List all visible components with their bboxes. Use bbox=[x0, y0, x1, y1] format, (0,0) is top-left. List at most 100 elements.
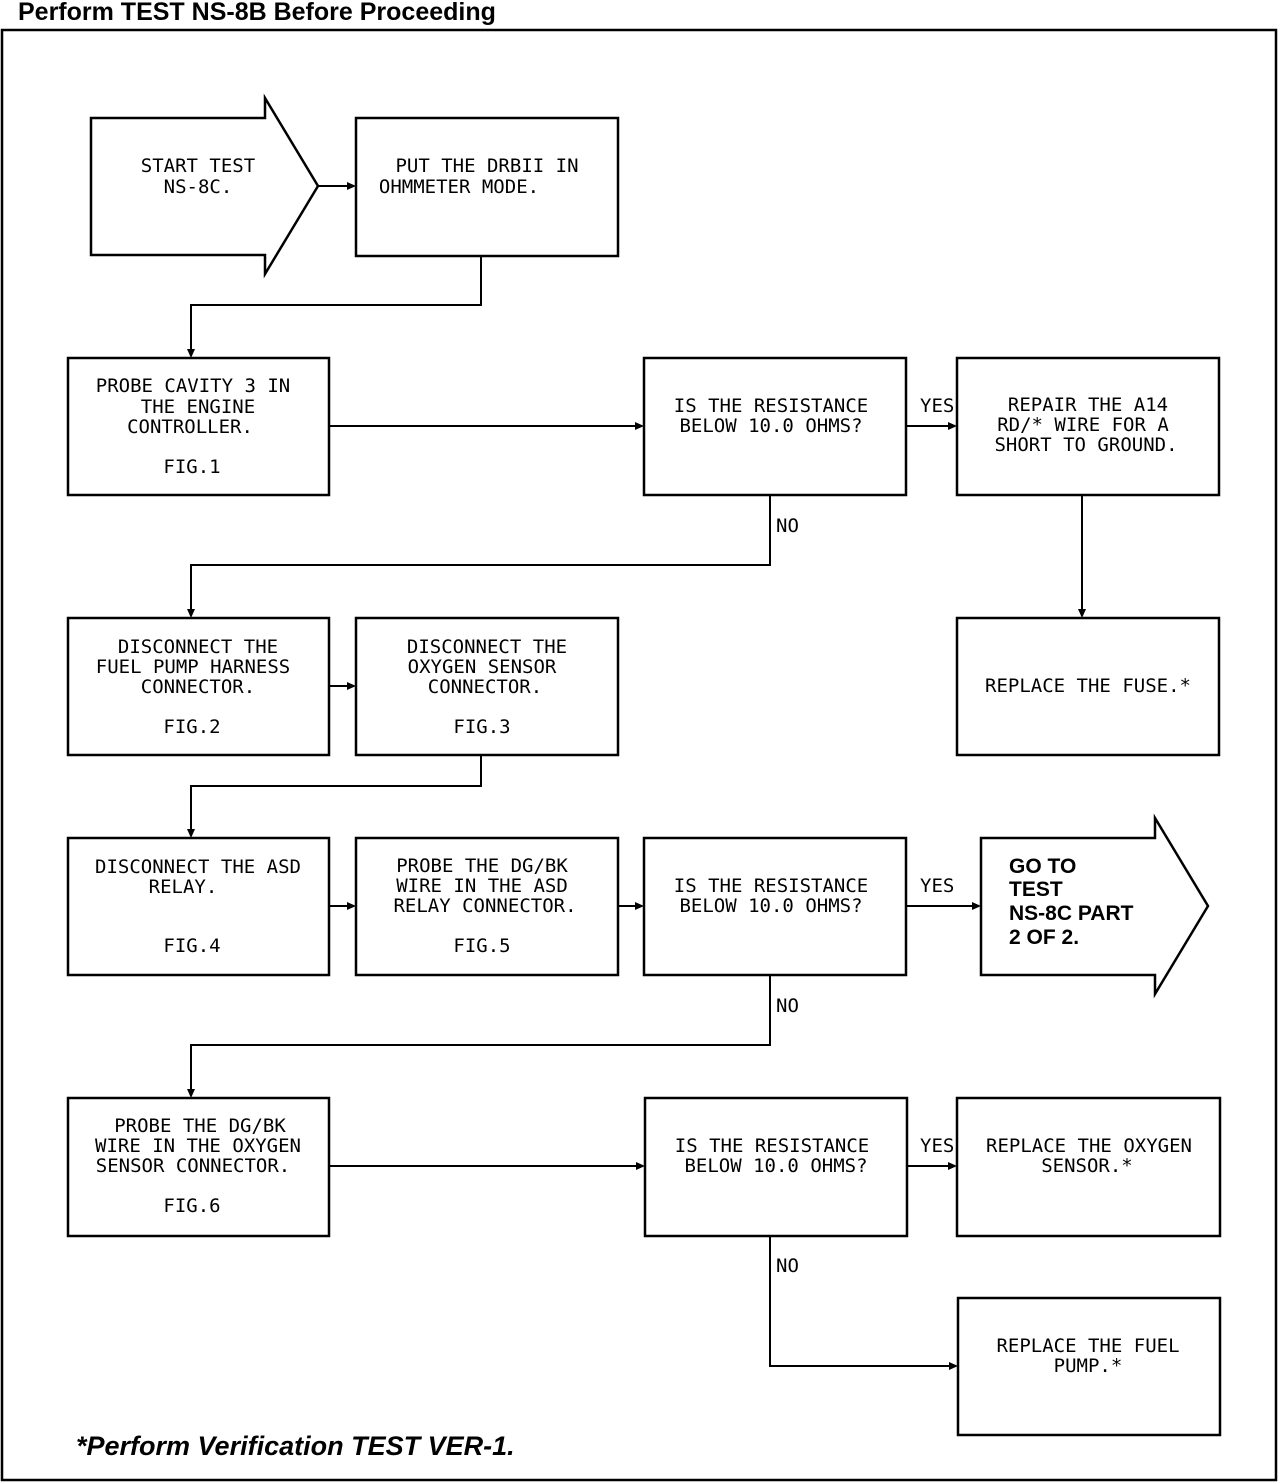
box-probe-asd bbox=[354, 836, 620, 977]
arrowhead bbox=[1078, 609, 1086, 618]
arrowhead bbox=[187, 349, 195, 358]
svg-text:GO TO: GO TO bbox=[1009, 855, 1076, 878]
connector-q1-no-to-disconnect-fuel-pump bbox=[190, 495, 771, 610]
edge-label-yes: YES bbox=[920, 1135, 954, 1157]
svg-text:IS THE RESISTANCE: IS THE RESISTANCE bbox=[674, 875, 868, 897]
arrowhead bbox=[347, 682, 356, 690]
svg-text:OHMMETER MODE.: OHMMETER MODE. bbox=[379, 176, 539, 198]
arrowhead bbox=[347, 182, 356, 190]
node-disconnect-oxygen: DISCONNECT THE OXYGEN SENSOR CONNECTOR. … bbox=[407, 636, 567, 738]
node-question-1: IS THE RESISTANCE BELOW 10.0 OHMS? bbox=[674, 395, 868, 437]
node-goto-part2: GO TO TEST NS-8C PART 2 OF 2. bbox=[1009, 855, 1134, 949]
arrowhead bbox=[635, 422, 644, 430]
box-disconnect-asd bbox=[66, 836, 331, 977]
edge-label-yes: YES bbox=[920, 395, 954, 417]
arrowhead bbox=[347, 902, 356, 910]
svg-text:PUMP.*: PUMP.* bbox=[1054, 1355, 1123, 1377]
connector-oxygen-to-disconnect-asd bbox=[190, 755, 482, 830]
node-probe-oxygen: PROBE THE DG/BK WIRE IN THE OXYGEN SENSO… bbox=[95, 1115, 301, 1217]
arrowhead bbox=[972, 902, 981, 910]
arrowhead bbox=[635, 902, 644, 910]
svg-text:2 OF 2.: 2 OF 2. bbox=[1009, 926, 1079, 949]
svg-text:FIG.3: FIG.3 bbox=[453, 716, 510, 738]
node-start: START TEST NS-8C. bbox=[141, 155, 255, 198]
svg-text:PROBE CAVITY 3 IN: PROBE CAVITY 3 IN bbox=[96, 375, 290, 397]
svg-text:FIG.6: FIG.6 bbox=[163, 1195, 220, 1217]
node-replace-oxygen-sensor: REPLACE THE OXYGEN SENSOR.* bbox=[986, 1135, 1192, 1177]
svg-text:RD/* WIRE FOR A: RD/* WIRE FOR A bbox=[997, 414, 1169, 436]
connector-ohmmeter-to-probe-cavity bbox=[190, 256, 482, 350]
edge-label-no: NO bbox=[776, 1255, 799, 1277]
svg-text:CONTROLLER.: CONTROLLER. bbox=[127, 416, 253, 438]
arrowhead bbox=[949, 1362, 958, 1370]
svg-text:START TEST: START TEST bbox=[141, 155, 255, 177]
svg-text:SENSOR.*: SENSOR.* bbox=[1041, 1155, 1133, 1177]
svg-text:PROBE THE DG/BK: PROBE THE DG/BK bbox=[114, 1115, 286, 1137]
box-ohmmeter-mode bbox=[354, 116, 620, 258]
svg-text:FIG.5: FIG.5 bbox=[453, 935, 510, 957]
box-question-1 bbox=[642, 356, 908, 497]
box-probe-cavity bbox=[66, 356, 331, 497]
svg-text:RELAY CONNECTOR.: RELAY CONNECTOR. bbox=[393, 895, 576, 917]
node-repair-a14: REPAIR THE A14 RD/* WIRE FOR A SHORT TO … bbox=[994, 394, 1177, 456]
svg-text:NS-8C PART: NS-8C PART bbox=[1009, 902, 1134, 925]
svg-text:DISCONNECT THE ASD: DISCONNECT THE ASD bbox=[95, 856, 301, 878]
svg-text:CONNECTOR.: CONNECTOR. bbox=[428, 676, 542, 698]
svg-text:REPLACE THE FUSE.*: REPLACE THE FUSE.* bbox=[985, 675, 1191, 697]
arrowhead bbox=[948, 422, 957, 430]
arrowhead bbox=[636, 1162, 645, 1170]
svg-text:OXYGEN SENSOR: OXYGEN SENSOR bbox=[408, 656, 557, 678]
svg-text:BELOW 10.0 OHMS?: BELOW 10.0 OHMS? bbox=[684, 1155, 867, 1177]
svg-text:SENSOR CONNECTOR.: SENSOR CONNECTOR. bbox=[96, 1155, 290, 1177]
box-replace-oxygen-sensor bbox=[955, 1096, 1222, 1238]
page-title: Perform TEST NS-8B Before Proceeding bbox=[18, 0, 496, 26]
node-probe-cavity: PROBE CAVITY 3 IN THE ENGINE CONTROLLER.… bbox=[96, 375, 290, 478]
svg-text:WIRE IN THE ASD: WIRE IN THE ASD bbox=[396, 875, 568, 897]
svg-text:BELOW 10.0 OHMS?: BELOW 10.0 OHMS? bbox=[679, 415, 862, 437]
svg-text:FUEL PUMP HARNESS: FUEL PUMP HARNESS bbox=[96, 656, 290, 678]
svg-text:RELAY.: RELAY. bbox=[149, 876, 218, 898]
node-question-2: IS THE RESISTANCE BELOW 10.0 OHMS? bbox=[674, 875, 868, 917]
node-disconnect-asd: DISCONNECT THE ASD RELAY. FIG.4 bbox=[95, 856, 301, 957]
node-probe-asd: PROBE THE DG/BK WIRE IN THE ASD RELAY CO… bbox=[393, 855, 576, 957]
svg-text:REPLACE THE OXYGEN: REPLACE THE OXYGEN bbox=[986, 1135, 1192, 1157]
connector-q2-no-to-probe-oxygen bbox=[190, 975, 771, 1090]
svg-text:BELOW 10.0 OHMS?: BELOW 10.0 OHMS? bbox=[679, 895, 862, 917]
node-replace-fuse: REPLACE THE FUSE.* bbox=[985, 675, 1191, 697]
arrowhead bbox=[948, 1162, 957, 1170]
svg-text:FIG.2: FIG.2 bbox=[163, 716, 220, 738]
svg-text:IS THE RESISTANCE: IS THE RESISTANCE bbox=[675, 1135, 869, 1157]
arrowhead bbox=[187, 829, 195, 838]
svg-text:THE ENGINE: THE ENGINE bbox=[141, 396, 255, 418]
box-replace-fuel-pump bbox=[956, 1296, 1222, 1437]
node-disconnect-fuel-pump: DISCONNECT THE FUEL PUMP HARNESS CONNECT… bbox=[96, 636, 290, 738]
edge-label-yes: YES bbox=[920, 875, 954, 897]
svg-text:FIG.4: FIG.4 bbox=[163, 935, 220, 957]
node-replace-fuel-pump: REPLACE THE FUEL PUMP.* bbox=[996, 1335, 1179, 1377]
arrowhead bbox=[187, 609, 195, 618]
box-repair-a14 bbox=[955, 356, 1221, 497]
goto-part2-arrow-shape bbox=[979, 813, 1210, 999]
connector-q3-no-to-replace-fuel-pump bbox=[769, 1236, 950, 1367]
box-disconnect-fuel-pump bbox=[66, 616, 331, 757]
svg-text:IS THE RESISTANCE: IS THE RESISTANCE bbox=[674, 395, 868, 417]
box-probe-oxygen bbox=[66, 1096, 331, 1238]
start-arrow-shape bbox=[89, 93, 320, 279]
svg-text:DISCONNECT THE: DISCONNECT THE bbox=[407, 636, 567, 658]
node-question-3: IS THE RESISTANCE BELOW 10.0 OHMS? bbox=[675, 1135, 869, 1177]
svg-text:DISCONNECT THE: DISCONNECT THE bbox=[118, 636, 278, 658]
edge-label-no: NO bbox=[776, 515, 799, 537]
node-ohmmeter: PUT THE DRBII IN OHMMETER MODE. bbox=[379, 155, 579, 198]
svg-text:PROBE THE DG/BK: PROBE THE DG/BK bbox=[396, 855, 568, 877]
box-replace-fuse bbox=[955, 616, 1221, 757]
svg-text:NS-8C.: NS-8C. bbox=[164, 176, 233, 198]
diagram-frame bbox=[0, 28, 1278, 1482]
svg-text:WIRE IN THE OXYGEN: WIRE IN THE OXYGEN bbox=[95, 1135, 301, 1157]
footnote: *Perform Verification TEST VER-1. bbox=[76, 1431, 515, 1461]
arrowhead bbox=[187, 1089, 195, 1098]
svg-text:TEST: TEST bbox=[1009, 878, 1063, 901]
svg-text:REPLACE THE FUEL: REPLACE THE FUEL bbox=[996, 1335, 1179, 1357]
box-disconnect-oxygen bbox=[354, 616, 620, 757]
svg-text:PUT THE DRBII IN: PUT THE DRBII IN bbox=[395, 155, 578, 177]
